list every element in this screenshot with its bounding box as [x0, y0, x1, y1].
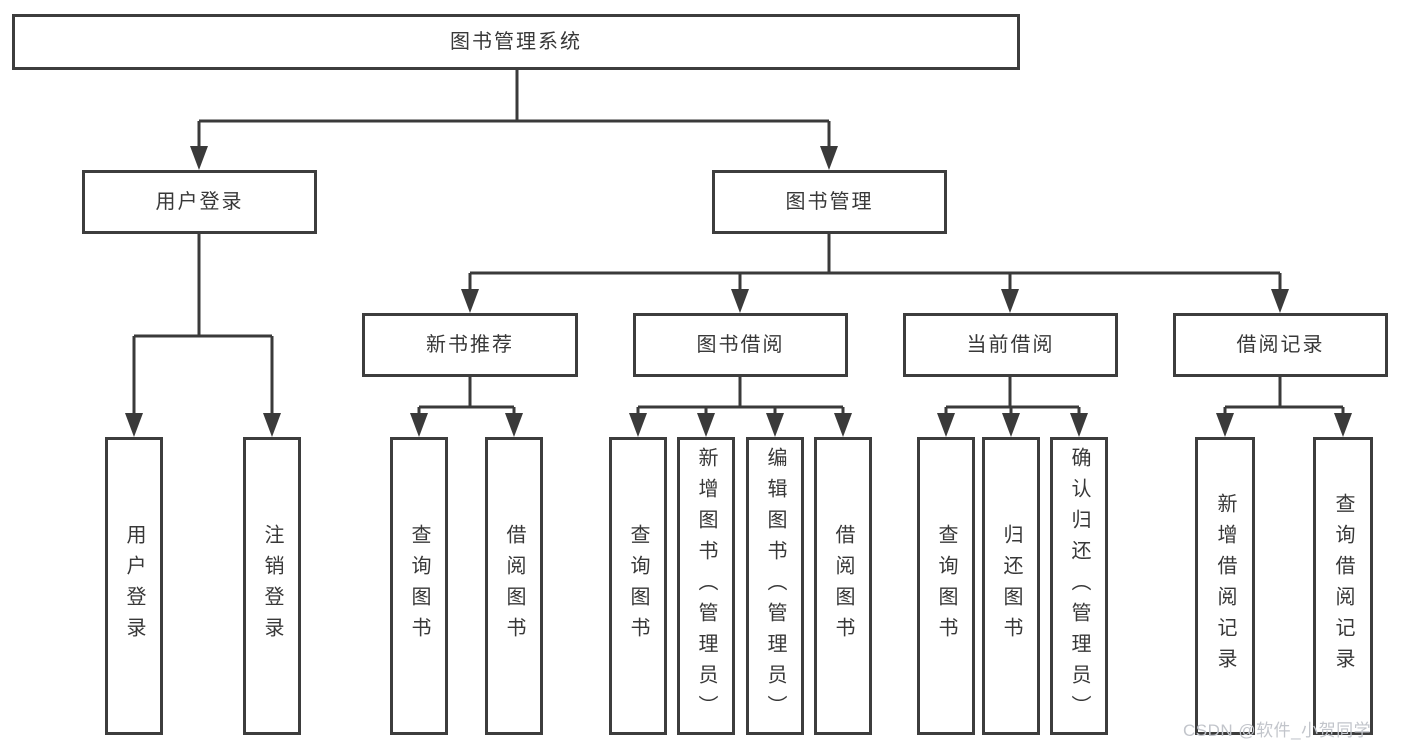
node-root-system: 图书管理系统	[12, 14, 1020, 70]
leaf-confirm-return-admin: 确认归还（管理员）	[1050, 437, 1108, 735]
node-book-management: 图书管理	[712, 170, 947, 234]
leaf-borrow-books-recommend: 借阅图书	[485, 437, 543, 735]
node-user-login: 用户登录	[82, 170, 317, 234]
tree-edges	[132, 70, 1345, 416]
leaf-logout: 注销登录	[243, 437, 301, 735]
node-current-borrowing: 当前借阅	[903, 313, 1118, 377]
leaf-add-books-admin: 新增图书（管理员）	[677, 437, 735, 735]
leaf-user-login: 用户登录	[105, 437, 163, 735]
node-borrowing-records: 借阅记录	[1173, 313, 1388, 377]
node-book-borrowing: 图书借阅	[633, 313, 848, 377]
leaf-query-borrow-record: 查询借阅记录	[1313, 437, 1373, 735]
leaf-return-books: 归还图书	[982, 437, 1040, 735]
leaf-query-books-recommend: 查询图书	[390, 437, 448, 735]
leaf-edit-books-admin: 编辑图书（管理员）	[746, 437, 804, 735]
node-new-book-recommendation: 新书推荐	[362, 313, 578, 377]
leaf-borrow-books: 借阅图书	[814, 437, 872, 735]
csdn-watermark: CSDN @软件_小贺同学	[1183, 721, 1372, 740]
leaf-query-books-borrowing: 查询图书	[609, 437, 667, 735]
leaf-query-books-current: 查询图书	[917, 437, 975, 735]
leaf-add-borrow-record: 新增借阅记录	[1195, 437, 1255, 735]
